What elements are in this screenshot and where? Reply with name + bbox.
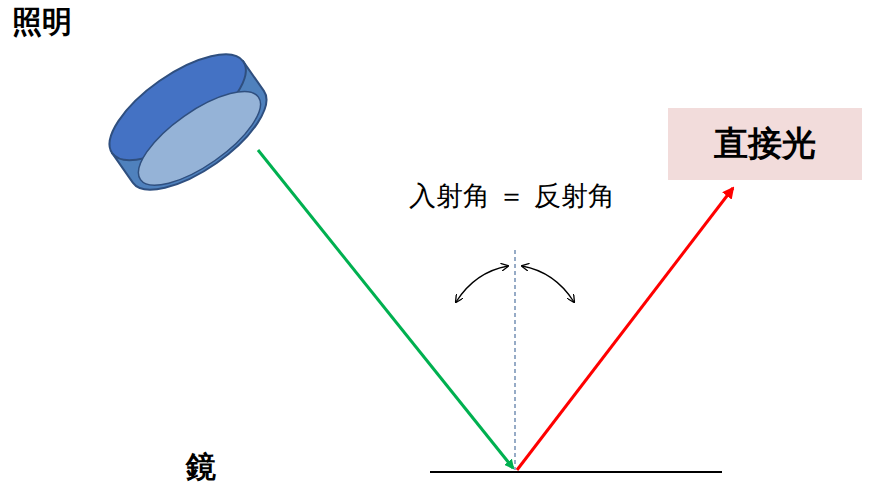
angle-arc xyxy=(522,266,574,302)
normal-line xyxy=(514,250,515,470)
mirror-label: 鏡 xyxy=(186,450,216,485)
box-text: 直接光 xyxy=(714,121,816,167)
lamp-label: 照明 xyxy=(12,5,72,40)
mirror-line xyxy=(430,471,722,473)
angle-equation: 入射角 ＝ 反射角 xyxy=(409,180,615,211)
lamp-symbol xyxy=(94,35,282,209)
light-label-box: 直接光 xyxy=(668,108,862,180)
reflected-ray xyxy=(517,188,733,470)
angle-arc xyxy=(456,266,508,302)
